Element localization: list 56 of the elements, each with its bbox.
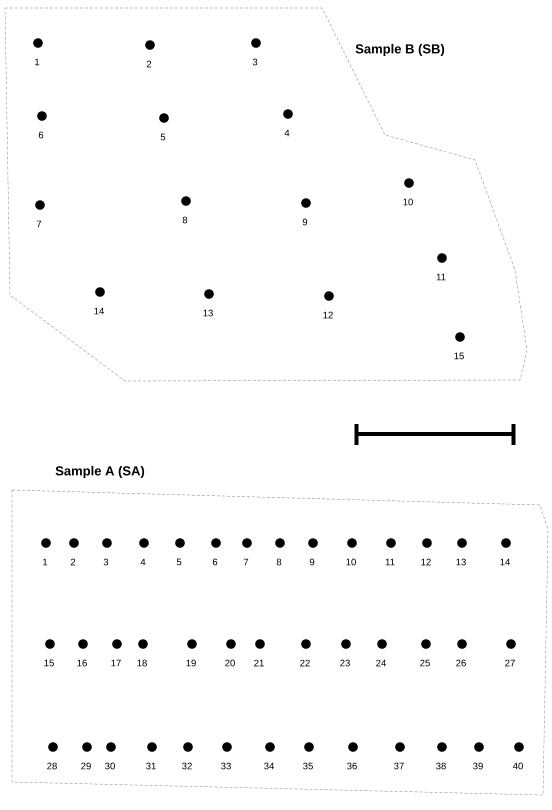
point-number: 13: [203, 310, 213, 316]
point-number: 20: [225, 660, 235, 666]
point-number: 13: [456, 558, 466, 566]
point-number: 31: [146, 762, 156, 770]
point-number: 19: [186, 660, 196, 666]
point-number: 6: [38, 132, 44, 138]
point-number: 9: [302, 218, 308, 226]
point-number: 11: [436, 274, 446, 280]
point-number: 15: [44, 660, 54, 666]
point-number: 2: [146, 60, 152, 68]
point-number: 21: [254, 660, 264, 666]
point-number: 37: [394, 762, 404, 770]
point-number: 11: [386, 558, 394, 566]
point-number: 14: [94, 308, 104, 314]
point-number: 4: [284, 130, 290, 136]
point-number: 2: [70, 558, 76, 566]
point-number: 10: [403, 198, 413, 206]
point-number: 26: [456, 660, 466, 666]
point-number: 32: [182, 762, 192, 770]
point-number: 36: [347, 762, 357, 770]
point-number: 10: [346, 558, 356, 566]
point-number: 22: [300, 660, 310, 666]
point-number: 17: [111, 660, 121, 666]
point-number: 25: [420, 660, 430, 666]
point-number: 14: [500, 558, 510, 566]
point-number: 1: [43, 558, 48, 566]
point-number: 29: [81, 762, 91, 770]
point-number: 1: [35, 58, 40, 66]
point-number: 27: [505, 660, 515, 666]
point-number: 8: [276, 558, 282, 566]
point-number: 30: [105, 762, 115, 770]
point-number: 23: [340, 660, 350, 666]
point-number: 9: [310, 558, 314, 566]
point-number: 4: [140, 558, 146, 566]
point-number: 7: [36, 220, 42, 228]
point-number: 3: [252, 58, 258, 66]
point-number: 35: [303, 762, 313, 770]
point-number: 28: [47, 762, 57, 770]
point-number: 38: [436, 762, 446, 770]
point-number: 39: [473, 762, 483, 770]
point-number: 5: [160, 134, 166, 140]
point-number: 12: [323, 312, 333, 318]
point-number: 7: [244, 558, 248, 566]
point-number: 8: [182, 216, 188, 224]
point-number: 12: [421, 558, 431, 566]
point-number: 6: [212, 558, 218, 566]
point-number: 5: [176, 558, 182, 566]
point-number: 15: [454, 352, 464, 360]
point-number: 24: [376, 660, 386, 666]
point-number: 16: [77, 660, 87, 666]
node-label: Sample A (SA): [56, 466, 144, 478]
point-number: 3: [104, 558, 108, 566]
point-number: 34: [264, 762, 274, 770]
point-number: 40: [512, 762, 523, 770]
point-number: 18: [137, 660, 147, 666]
point-number: 33: [221, 762, 231, 770]
